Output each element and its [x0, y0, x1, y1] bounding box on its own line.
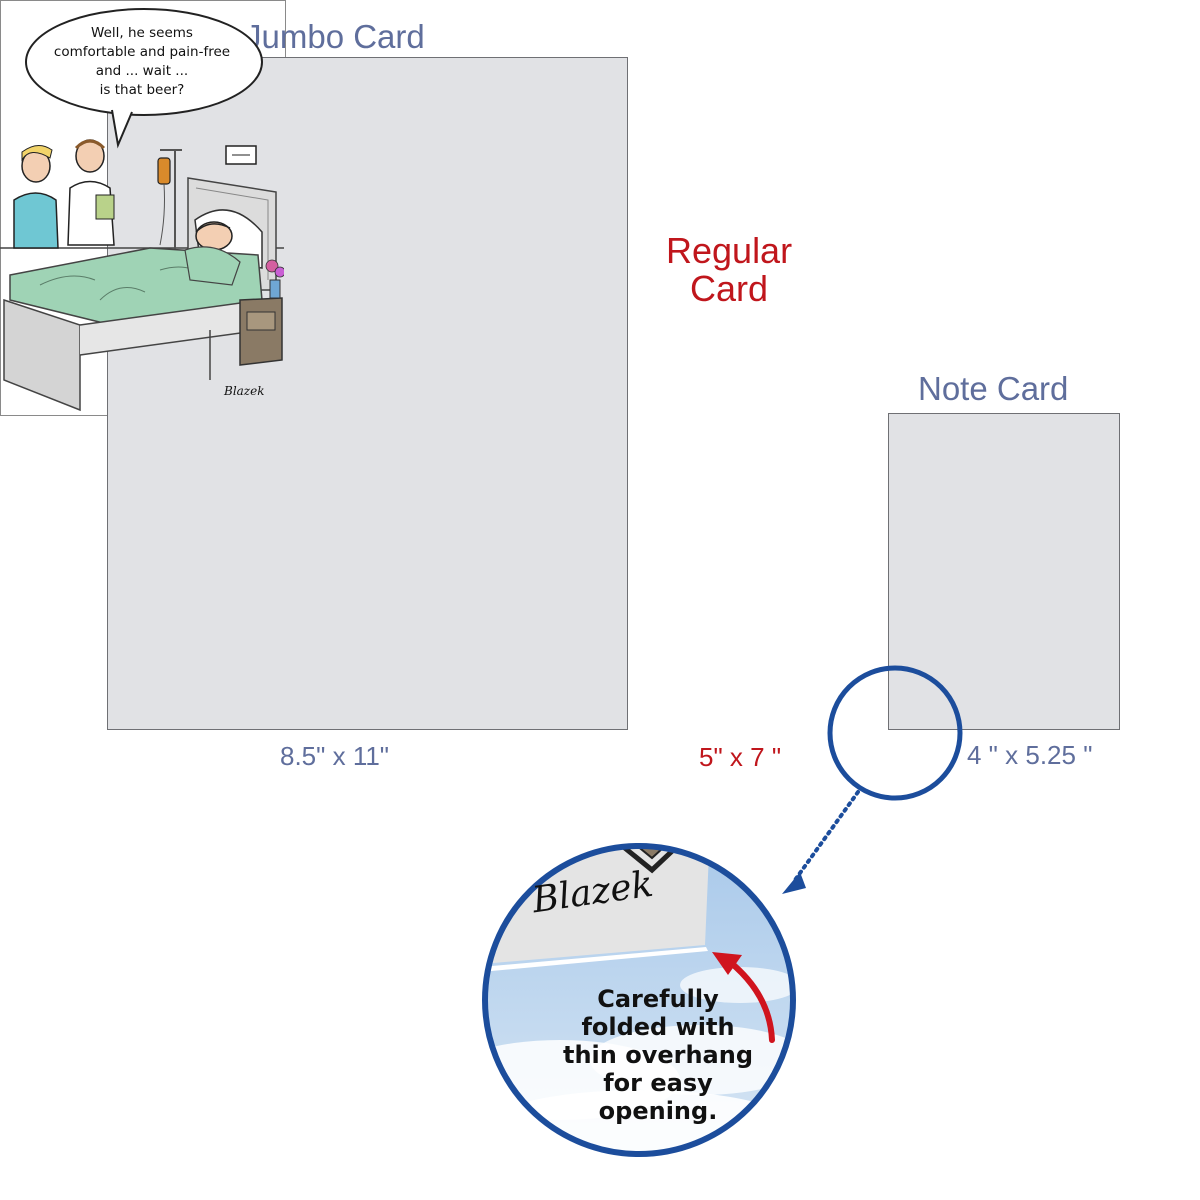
red-arrow	[727, 959, 775, 1043]
card-signature: Blazek	[224, 384, 265, 398]
flowers	[265, 259, 279, 273]
clipboard	[95, 194, 115, 220]
speech-line-3: and ... wait ...	[95, 63, 189, 79]
callout-line-4: for easy	[603, 1069, 713, 1097]
speech-bubble-tail	[111, 109, 133, 149]
speech-line-4: is that beer?	[99, 82, 185, 98]
callout-line-5: opening.	[598, 1097, 718, 1125]
cartoon-illustration	[0, 8, 284, 412]
speech-bubble	[25, 8, 263, 116]
regular-card-title-line1: Regular	[666, 230, 793, 271]
note-card-size: 4 " x 5.25 "	[967, 740, 1093, 770]
jumbo-card	[107, 57, 628, 730]
callout-line-3: thin overhang	[562, 1041, 754, 1069]
speech-line-2: comfortable and pain-free	[53, 44, 231, 60]
bed-footboard	[3, 298, 81, 412]
highlight-circle	[827, 665, 963, 801]
regular-card-size: 5" x 7 "	[699, 742, 782, 772]
note-card-title: Note Card	[918, 370, 1069, 407]
jumbo-card-title: Jumbo Card	[245, 18, 425, 55]
red-arrow-head	[712, 952, 742, 975]
regular-card: Well, he seems comfortable and pain-free…	[0, 0, 286, 416]
zoom-circle-content	[485, 846, 793, 1154]
jumbo-card-size: 8.5" x 11"	[280, 741, 390, 771]
pointer-arrowhead	[782, 872, 806, 894]
nurse-scrubs	[13, 192, 59, 249]
regular-card-title-line2: Card	[690, 268, 769, 309]
zoom-circle	[482, 843, 796, 1157]
speech-line-1: Well, he seems	[91, 25, 193, 41]
callout-line-2: folded with	[581, 1013, 735, 1041]
callout-line-1: Carefully	[597, 985, 719, 1013]
dotted-pointer	[793, 790, 860, 882]
